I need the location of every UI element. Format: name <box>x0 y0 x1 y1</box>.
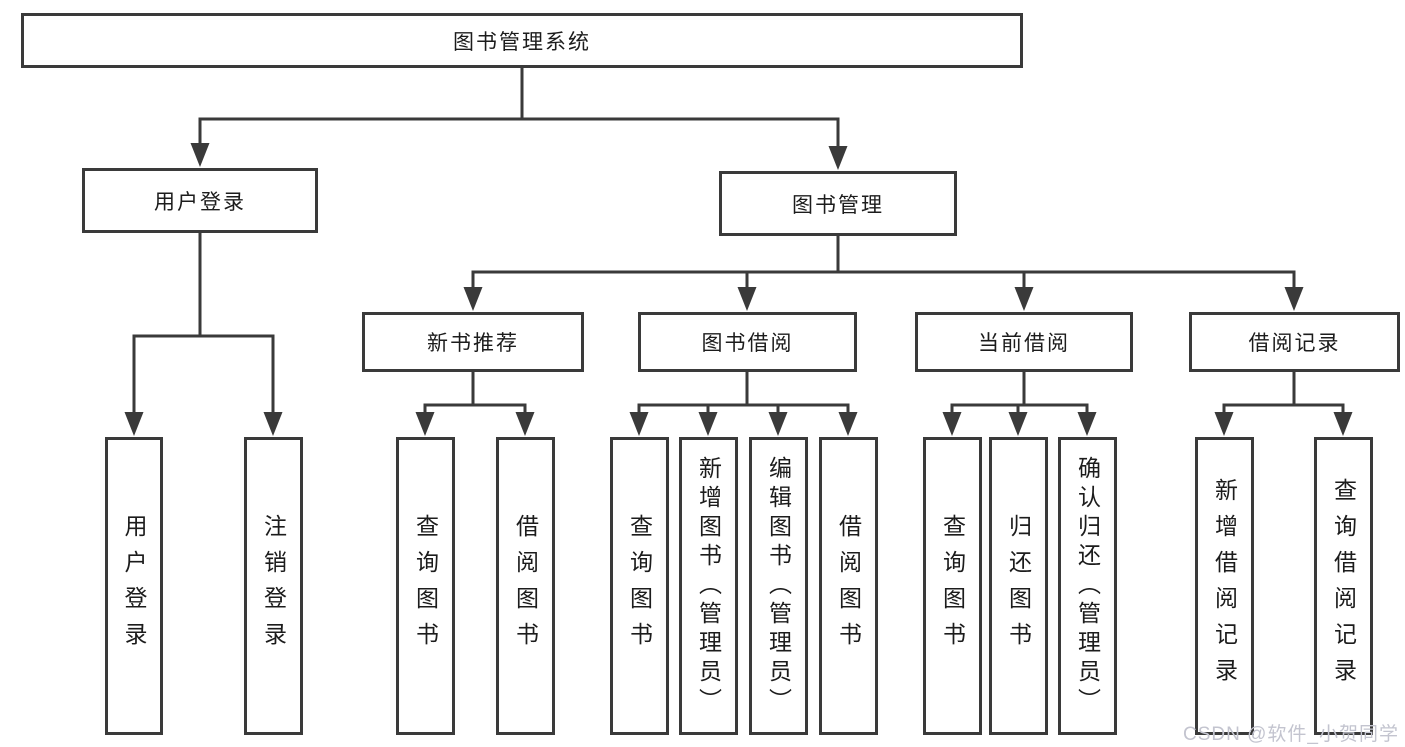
arrow-down-icon <box>1008 412 1028 436</box>
arrow-down-icon <box>1333 412 1353 436</box>
arrow-down-icon <box>1014 287 1034 311</box>
node-login: 用户登录 <box>105 437 163 735</box>
node-current-return-books: 归还图书 <box>989 437 1048 735</box>
arrow-down-icon <box>737 287 757 311</box>
node-newbooks-borrow-books: 借阅图书 <box>496 437 555 735</box>
arrow-down-icon <box>415 412 435 436</box>
arrow-down-icon <box>768 412 788 436</box>
arrow-down-icon <box>942 412 962 436</box>
node-newbooks-query-books: 查询图书 <box>396 437 455 735</box>
node-records-add-record: 新增借阅记录 <box>1195 437 1254 735</box>
node-user-login: 用户登录 <box>82 168 318 233</box>
arrow-down-icon <box>1284 287 1304 311</box>
node-borrowing-add-books-admin: 新增图书（管理员） <box>679 437 738 735</box>
arrow-down-icon <box>698 412 718 436</box>
node-book-management: 图书管理 <box>719 171 957 236</box>
arrow-down-icon <box>263 412 283 436</box>
node-current-borrowing: 当前借阅 <box>915 312 1133 372</box>
node-borrowing-edit-books-admin: 编辑图书（管理员） <box>749 437 808 735</box>
arrow-down-icon <box>190 143 210 167</box>
arrow-down-icon <box>1077 412 1097 436</box>
node-borrowing-records: 借阅记录 <box>1189 312 1400 372</box>
node-logout: 注销登录 <box>244 437 303 735</box>
node-current-confirm-return-admin: 确认归还（管理员） <box>1058 437 1117 735</box>
arrow-down-icon <box>828 146 848 170</box>
arrow-down-icon <box>463 287 483 311</box>
arrow-down-icon <box>515 412 535 436</box>
arrow-down-icon <box>629 412 649 436</box>
arrow-down-icon <box>838 412 858 436</box>
node-current-query-books: 查询图书 <box>923 437 982 735</box>
node-borrowing-borrow-books: 借阅图书 <box>819 437 878 735</box>
node-book-borrowing: 图书借阅 <box>638 312 857 372</box>
watermark: CSDN @软件_小贺同学 <box>1183 724 1399 745</box>
node-borrowing-query-books: 查询图书 <box>610 437 669 735</box>
arrow-down-icon <box>1214 412 1234 436</box>
node-records-query-record: 查询借阅记录 <box>1314 437 1373 735</box>
node-root: 图书管理系统 <box>21 13 1023 68</box>
arrow-down-icon <box>124 412 144 436</box>
node-new-book-recommend: 新书推荐 <box>362 312 584 372</box>
